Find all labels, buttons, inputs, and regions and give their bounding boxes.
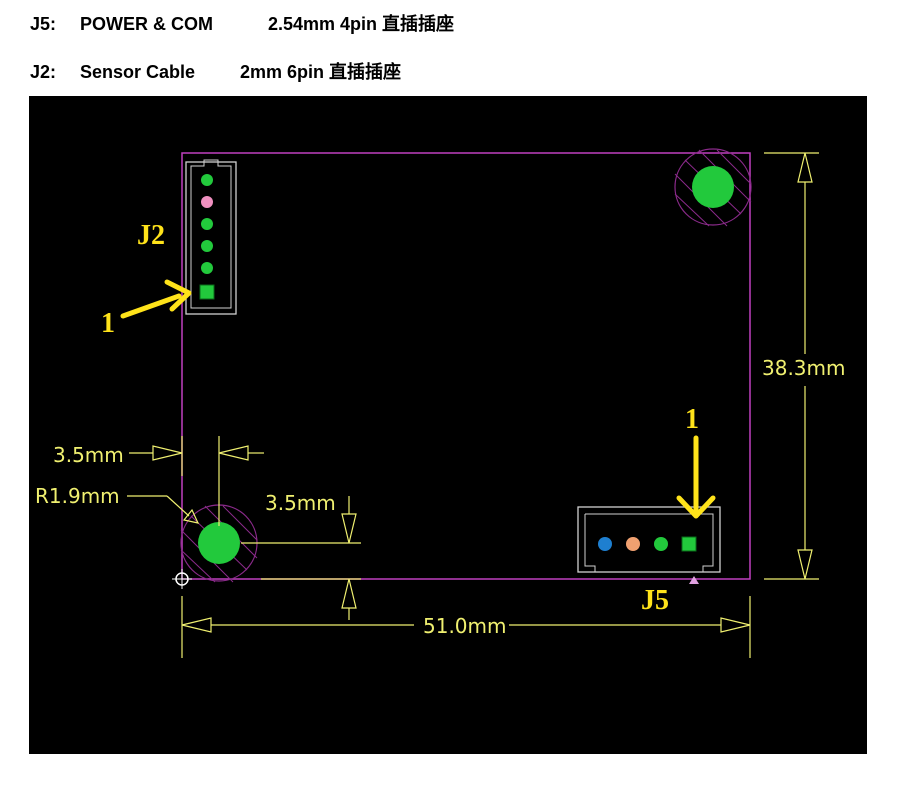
spec-code: J5: (30, 14, 57, 34)
j5-pin-4 (598, 537, 612, 551)
j2-pin-6 (201, 174, 213, 186)
j2-pin-3 (201, 240, 213, 252)
j5-pin1-arrow (676, 435, 716, 519)
j2-pin-1 (199, 284, 215, 300)
j2-pin-5 (201, 196, 213, 208)
spec-desc: 2.54mm 4pin 直插插座 (268, 14, 455, 34)
mounting-hole-top-right (674, 148, 752, 227)
j5-pin-2 (654, 537, 668, 551)
dimension-hole-x (129, 436, 264, 526)
drawing-background (29, 96, 867, 754)
j5-label: J5 (641, 585, 669, 616)
dimension-width-label: 51.0mm (423, 614, 507, 638)
origin-marker (172, 569, 192, 589)
j5-pin1-label: 1 (685, 404, 699, 435)
dimension-hole-y (241, 496, 361, 620)
j5-pin1-marker (689, 576, 699, 584)
spec-line-j2: J2: Sensor Cable 2mm 6pin 直插插座 (30, 58, 401, 84)
dimension-hole-radius (127, 495, 200, 524)
board-outline (181, 152, 751, 580)
spec-name: POWER & COM (80, 14, 213, 34)
spec-desc: 2mm 6pin 直插插座 (240, 62, 402, 82)
j2-connector (185, 159, 237, 315)
dimension-hole-x-label: 3.5mm (53, 443, 124, 467)
dimension-width (181, 596, 751, 658)
pcb-drawing-panel: J2 1 J5 1 38.3mm 51.0mm (29, 96, 867, 754)
j2-pin1-label: 1 (101, 308, 115, 339)
dimension-height (764, 152, 819, 580)
spec-code: J2: (30, 62, 57, 82)
dimension-hole-y-label: 3.5mm (265, 491, 336, 515)
pcb-drawing-svg: J2 1 J5 1 38.3mm 51.0mm (29, 96, 867, 754)
j5-pin-1 (681, 536, 697, 552)
dimension-height-label: 38.3mm (762, 356, 846, 380)
j2-label: J2 (137, 220, 165, 251)
dimension-hole-radius-label: R1.9mm (35, 484, 120, 508)
j2-pin-2 (201, 262, 213, 274)
j5-connector (577, 506, 721, 584)
spec-name: Sensor Cable (80, 62, 196, 82)
j5-pin-3 (626, 537, 640, 551)
j2-pin-4 (201, 218, 213, 230)
j2-pin1-arrow (120, 279, 192, 319)
spec-line-j5: J5: POWER & COM 2.54mm 4pin 直插插座 (30, 10, 454, 36)
